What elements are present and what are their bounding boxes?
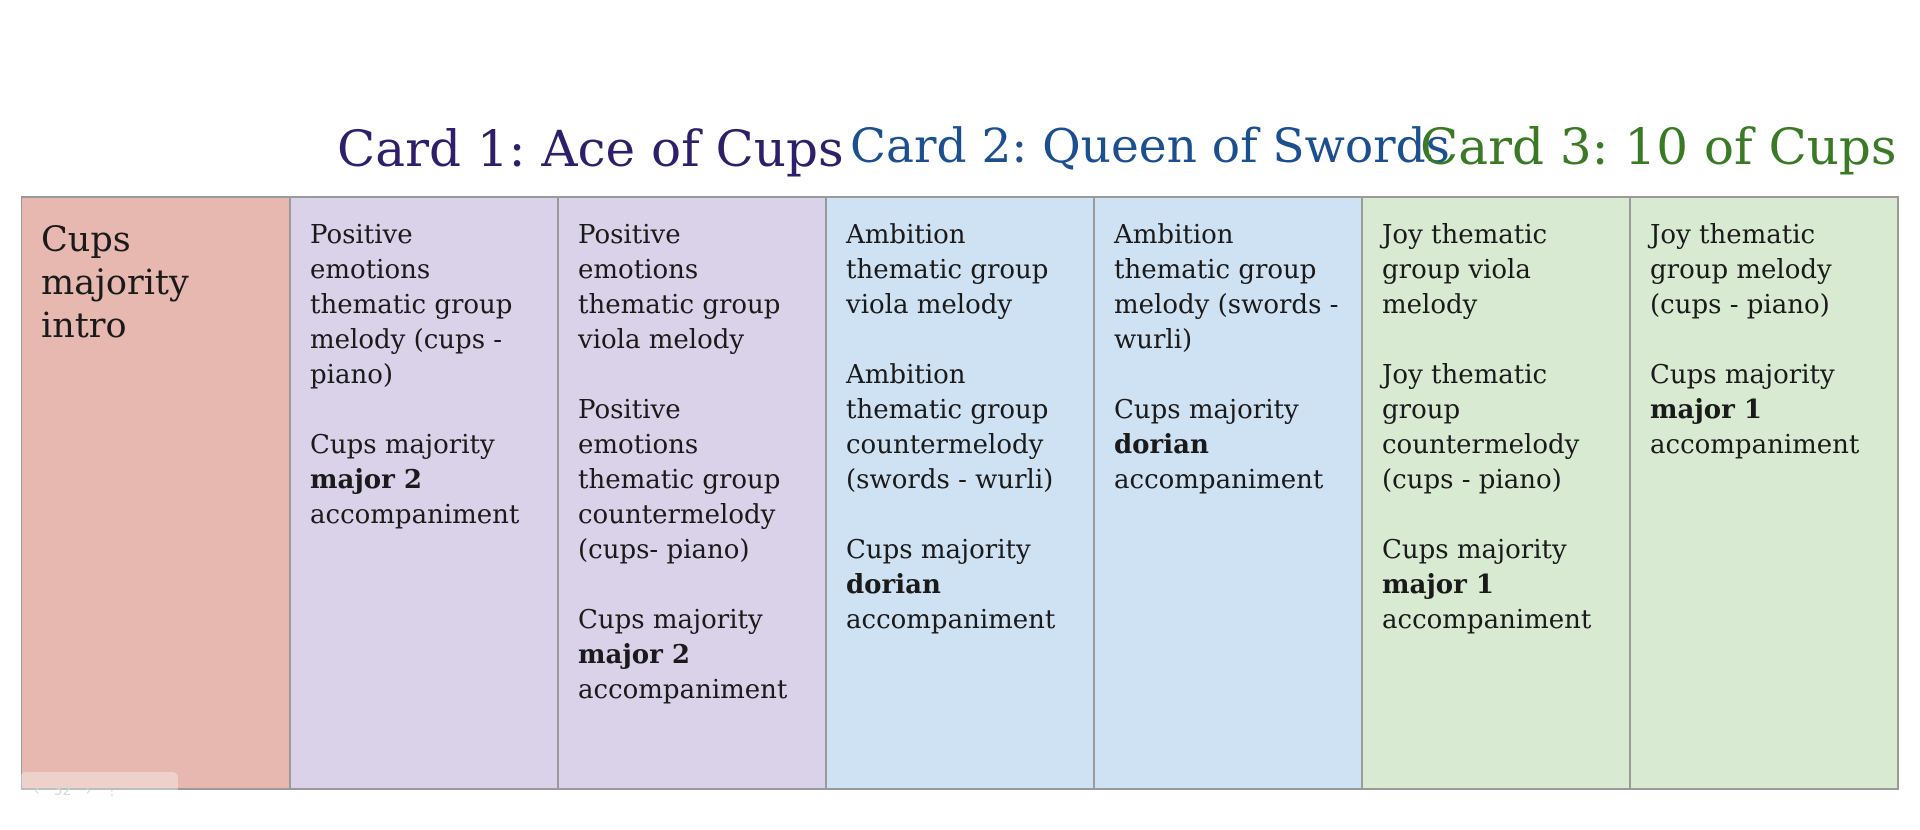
previous-slide-icon[interactable]: ‹ [34,783,40,799]
mode-label: dorian [1114,430,1209,460]
accompaniment-suffix: accompaniment [578,675,788,705]
melody-text: Joy thematic group melody (cups - piano) [1650,220,1832,320]
mode-label: major 2 [578,640,690,670]
mode-label: major 1 [1650,395,1762,425]
accompaniment-text: Cups majority major 2 accompaniment [310,428,539,533]
accompaniment-suffix: accompaniment [846,605,1056,635]
card-2-column-a: Ambition thematic group viola melody Amb… [827,198,1095,788]
accompaniment-text: Cups majority major 2 accompaniment [578,603,807,708]
accompaniment-text: Cups majority major 1 accompaniment [1382,533,1611,638]
mode-label: major 1 [1382,570,1494,600]
melody-text: Joy thematic group viola melody [1382,220,1548,320]
accompaniment-prefix: Cups majority [846,535,1031,565]
accompaniment-prefix: Cups majority [1114,395,1299,425]
intro-text: Cups majority intro [41,220,189,346]
arrangement-table: Cups majority intro Positive emotions th… [21,196,1899,790]
countermelody-text: Positive emotions thematic group counter… [578,395,781,565]
countermelody-text: Joy thematic group countermelody (cups -… [1382,360,1580,495]
melody-text: Ambition thematic group viola melody [846,220,1049,320]
card-1-column-b: Positive emotions thematic group viola m… [559,198,827,788]
slide-number: 32 [53,783,72,799]
accompaniment-suffix: accompaniment [310,500,520,530]
card-3-column-b: Joy thematic group melody (cups - piano)… [1631,198,1899,788]
accompaniment-prefix: Cups majority [1382,535,1567,565]
accompaniment-prefix: Cups majority [1650,360,1835,390]
accompaniment-prefix: Cups majority [578,605,763,635]
card-3-column-a: Joy thematic group viola melody Joy them… [1363,198,1631,788]
accompaniment-text: Cups majority dorian accompaniment [1114,393,1343,498]
card-1-column-a: Positive emotions thematic group melody … [291,198,559,788]
intro-column: Cups majority intro [22,198,291,788]
card-2-column-b: Ambition thematic group melody (swords -… [1095,198,1363,788]
accompaniment-prefix: Cups majority [310,430,495,460]
next-slide-icon[interactable]: › [85,783,92,799]
mode-label: dorian [846,570,941,600]
mode-label: major 2 [310,465,422,495]
melody-text: Positive emotions thematic group viola m… [578,220,781,355]
more-options-icon[interactable]: ⋮ [105,783,120,799]
card-1-title: Card 1: Ace of Cups [337,120,844,178]
melody-text: Ambition thematic group melody (swords -… [1114,220,1339,355]
accompaniment-text: Cups majority major 1 accompaniment [1650,358,1879,463]
melody-text: Positive emotions thematic group melody … [310,220,513,390]
card-3-title: Card 3: 10 of Cups [1420,118,1897,176]
accompaniment-text: Cups majority dorian accompaniment [846,533,1075,638]
card-2-title: Card 2: Queen of Swords [850,119,1450,174]
countermelody-text: Ambition thematic group countermelody (s… [846,360,1054,495]
accompaniment-suffix: accompaniment [1114,465,1324,495]
accompaniment-suffix: accompaniment [1382,605,1592,635]
accompaniment-suffix: accompaniment [1650,430,1860,460]
slide-navigation: ‹ 32 › ⋮ [20,772,178,810]
